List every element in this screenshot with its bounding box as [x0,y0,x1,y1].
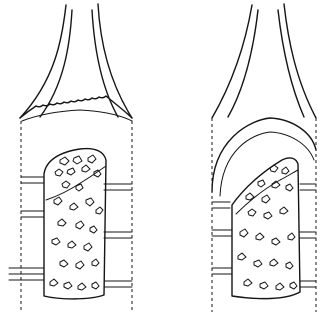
left-fibre-inner-right [92,10,118,117]
left-fibre-outer-right [98,4,132,118]
left-fibre-outer-left [20,5,66,118]
right-block-inner-line [236,170,298,214]
right-cancellous-block [232,158,300,299]
right-fibre-inner-right [278,10,304,117]
left-pores [50,155,103,290]
right-ligament-fibres [212,4,316,118]
right-panel [212,4,316,312]
right-dome-inner [220,132,314,196]
right-fibre-outer-left [212,5,252,118]
right-fibre-outer-right [284,4,316,118]
right-pores [238,165,297,290]
left-panel [9,4,132,312]
left-block-inner-line [46,166,106,200]
left-bands [9,177,132,287]
left-fibre-inner-left [40,10,72,117]
right-fibre-inner-left [228,10,258,117]
right-bands [212,184,316,287]
